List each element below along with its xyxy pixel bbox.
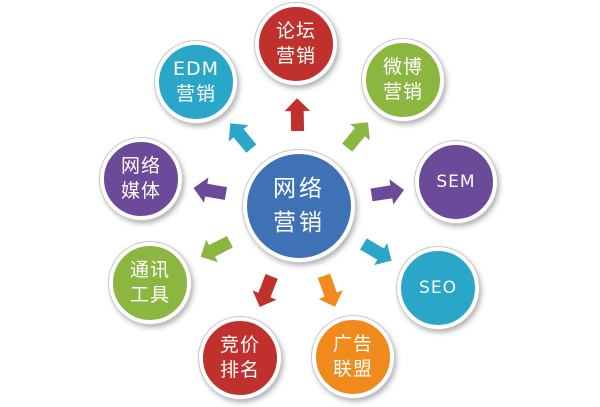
node-sem: SEM [415,141,497,223]
node-bidding-ranking: 竞价 排名 [199,317,281,399]
node-edm-marketing: EDM 营销 [155,41,237,123]
arrow-icon [282,96,313,133]
hub-label: 网络 营销 [273,176,325,236]
node-weibo-marketing: 微博 营销 [362,39,444,121]
arrow-icon [369,176,406,208]
hub-node-network-marketing: 网络 营销 [243,150,355,262]
node-label: EDM 营销 [172,58,220,105]
arrow-icon [227,122,258,155]
arrow-icon [340,121,372,154]
node-im-tools: 通讯 工具 [109,242,191,324]
node-ad-alliance: 广告 联盟 [312,316,394,398]
arrow-icon [192,175,229,206]
arrow-icon [199,234,235,264]
node-label: 微博 营销 [382,56,423,103]
arrow-icon [358,237,393,267]
node-label: SEO [419,277,457,298]
node-label: 论坛 营销 [275,20,316,67]
node-label: 广告 联盟 [332,333,373,380]
node-label: 网络 媒体 [120,155,161,202]
node-label: 竞价 排名 [219,334,260,381]
arrow-icon [316,272,345,309]
arrow-icon [250,272,280,309]
node-online-media: 网络 媒体 [100,138,182,220]
node-label: SEM [436,171,476,192]
node-forum-marketing: 论坛 营销 [255,3,337,85]
node-seo: SEO [397,247,479,329]
node-label: 通讯 工具 [129,259,170,306]
